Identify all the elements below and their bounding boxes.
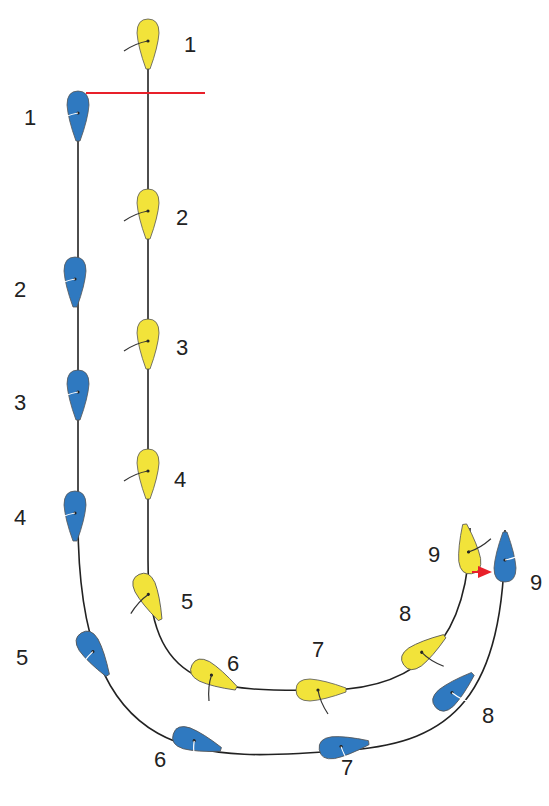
boat bbox=[494, 532, 516, 582]
callout-number: 8 bbox=[482, 705, 494, 727]
callout-number: 9 bbox=[530, 572, 542, 594]
sail-line bbox=[124, 41, 148, 51]
sail-line bbox=[209, 675, 212, 701]
boat bbox=[137, 449, 159, 499]
boat bbox=[129, 570, 170, 625]
sail-line bbox=[505, 550, 529, 560]
callout-number: 8 bbox=[399, 603, 411, 625]
callout-number: 2 bbox=[176, 207, 188, 229]
sail-line bbox=[131, 594, 149, 613]
callout-number: 1 bbox=[24, 107, 36, 129]
sail-line bbox=[51, 513, 75, 523]
callout-number: 4 bbox=[174, 469, 186, 491]
callout-number: 6 bbox=[227, 653, 239, 675]
boat bbox=[64, 491, 86, 541]
start-line bbox=[86, 92, 205, 94]
boat bbox=[67, 91, 89, 141]
callout-number: 5 bbox=[181, 591, 193, 613]
boat bbox=[170, 724, 224, 760]
sail-line bbox=[422, 652, 444, 666]
sail-line bbox=[194, 741, 197, 767]
boat bbox=[137, 189, 159, 239]
callout-number: 7 bbox=[341, 757, 353, 779]
sail-line bbox=[318, 690, 328, 714]
boat bbox=[397, 627, 451, 674]
sail-line bbox=[51, 279, 75, 289]
callout-number: 9 bbox=[428, 544, 440, 566]
boat bbox=[64, 257, 86, 307]
blue-track bbox=[78, 93, 505, 755]
sail-line bbox=[54, 113, 78, 123]
boat bbox=[67, 370, 89, 420]
boat bbox=[72, 627, 117, 681]
sail-line bbox=[124, 471, 148, 481]
callout-number: 2 bbox=[14, 279, 26, 301]
sail-line bbox=[54, 392, 78, 402]
yellow-track bbox=[148, 20, 470, 690]
callout-number: 7 bbox=[312, 639, 324, 661]
sail-line bbox=[124, 341, 148, 351]
callout-number: 5 bbox=[16, 647, 28, 669]
callout-number: 3 bbox=[14, 392, 26, 414]
boat bbox=[296, 679, 346, 701]
sail-line bbox=[469, 539, 491, 552]
contact-arrow bbox=[472, 571, 484, 573]
callout-number: 1 bbox=[184, 34, 196, 56]
callout-number: 6 bbox=[154, 749, 166, 771]
callout-number: 3 bbox=[176, 337, 188, 359]
sail-line bbox=[124, 211, 148, 221]
sail-line bbox=[78, 652, 93, 673]
sail-line bbox=[452, 693, 476, 704]
boat bbox=[428, 666, 480, 716]
callout-number: 4 bbox=[14, 507, 26, 529]
boat bbox=[137, 319, 159, 369]
boat bbox=[137, 19, 159, 69]
